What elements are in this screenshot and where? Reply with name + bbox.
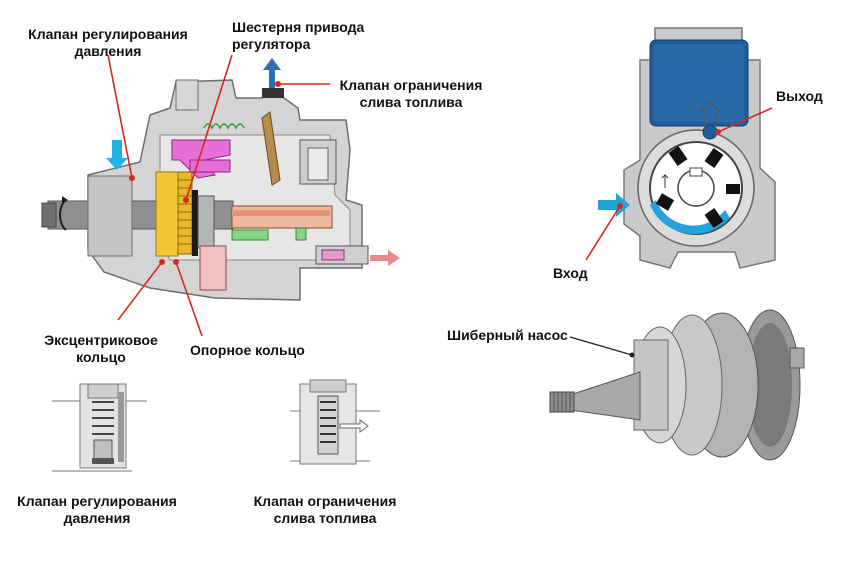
photo-shaft [569,371,641,421]
front-flange [87,175,133,257]
magenta-lever [171,139,231,179]
label-regulator-gear-line1: Шестерня привода [232,19,365,35]
label-outlet: Выход [776,88,823,104]
rotation-indicator [661,173,669,188]
plunger [231,205,333,229]
eccentric-ring-shape [155,171,179,257]
photo-gear-inner [748,323,792,447]
label-pressure-valve-top-line2: давления [74,43,142,59]
top-boss [175,79,199,111]
label-pressure-valve-bottom: Клапан регулирования давления [2,493,192,527]
governor-lever [261,111,281,186]
label-regulator-gear-line2: регулятора [232,36,311,52]
pump-cross-section [41,58,400,301]
leader-regulator-gear [185,54,233,201]
label-eccentric-ring-line2: кольцо [76,349,126,365]
label-support-ring: Опорное кольцо [190,342,305,358]
label-overflow-valve-bottom: Клапан ограничения слива топлива [238,493,412,527]
label-pressure-valve-bottom-line1: Клапан регулирования [17,493,177,509]
plunger-core [232,210,330,216]
outlet-port [702,124,718,140]
label-regulator-gear: Шестерня привода регулятора [232,19,364,53]
cam-disc [197,195,215,249]
ov-cap [309,379,347,393]
support-ring-shape [192,190,198,256]
label-eccentric-ring-line1: Эксцентриковое [44,332,158,348]
leader-outlet [717,107,773,133]
label-pressure-valve-top: Клапан регулирования давления [10,26,206,60]
vane-pump-photo [549,309,805,461]
label-vane-pump: Шиберный насос [447,327,568,343]
leader-eccentric-ring [117,261,163,321]
pv-piston [93,439,113,461]
label-overflow-valve-top-line2: слива топлива [359,94,463,110]
label-overflow-valve-bottom-line2: слива топлива [273,510,377,526]
label-overflow-valve-bottom-line1: Клапан ограничения [253,493,397,509]
pressure-valve-detail [52,383,147,472]
vane-pump-section [598,27,776,269]
overflow-valve-detail [290,379,380,465]
hub-key [689,167,703,177]
green-part [231,229,269,241]
delivery-valve [321,249,345,261]
leader-inlet [585,205,621,261]
inlet-crescent [650,200,730,235]
photo-key [789,347,805,369]
label-eccentric-ring: Эксцентриковое кольцо [27,332,175,366]
bottom-pink-piece [199,245,227,291]
leader-pressure-valve [107,54,133,179]
inlet-arrow-main [106,140,128,170]
rotation-arrowhead [62,196,68,204]
pv-seat [92,458,114,464]
pv-spring [92,401,114,435]
outlet-flow-arrow [698,101,722,127]
top-fitting [262,88,284,98]
solenoid-core [307,147,329,181]
vane-2 [704,148,724,168]
drain-arrow-top [263,58,281,90]
magenta-lever-2 [189,159,231,173]
pv-cap [87,383,119,399]
ov-flow-arrow [339,419,369,433]
fuel-reservoir-inner [654,44,744,122]
leader-vane-pump [569,336,633,356]
label-pressure-valve-bottom-line2: давления [63,510,131,526]
leader-lines [107,54,773,337]
label-pressure-valve-top-line1: Клапан регулирования [28,26,188,42]
governor-spring [203,123,245,130]
leader-dots [129,81,721,265]
label-inlet: Вход [553,265,588,281]
leader-support-ring [175,261,203,337]
inlet-arrow-vane [598,193,630,217]
shaft-end [41,202,57,228]
label-overflow-valve-top: Клапан ограничения слива топлива [326,77,496,111]
pv-wall [118,392,124,462]
label-overflow-valve-top-line1: Клапан ограничения [339,77,483,93]
vane-5 [655,193,675,211]
vane-3 [726,184,740,194]
pv-bottom-line [52,470,132,472]
ov-spring [320,401,336,443]
vane-4 [704,208,724,228]
vane-1 [668,146,688,166]
outlet-arrow [370,250,400,266]
green-part-2 [295,227,307,241]
leader-vane-pump-dot [629,352,635,358]
regulator-gear-shape [177,171,193,255]
